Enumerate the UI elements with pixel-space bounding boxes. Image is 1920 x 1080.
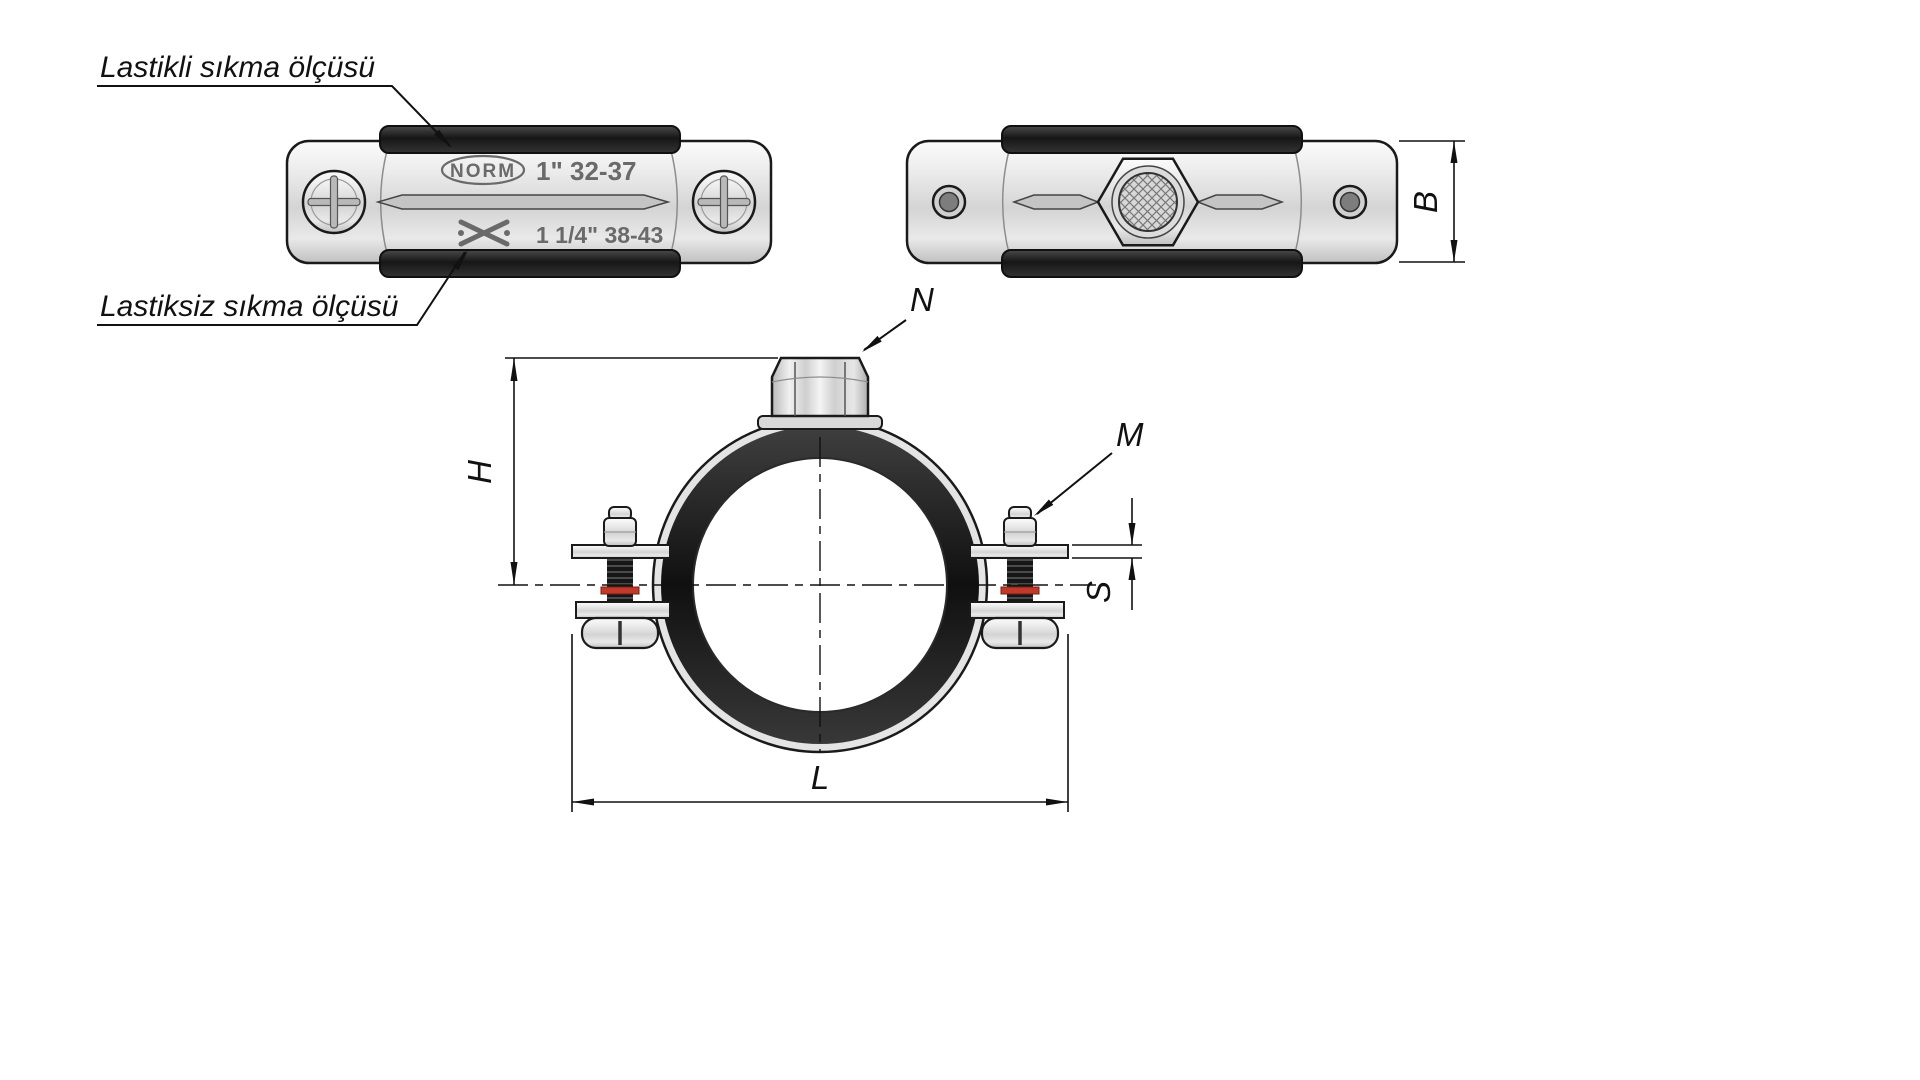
arrow-right <box>1046 798 1068 806</box>
screw-threads-left <box>600 553 640 607</box>
phillips-screw-icon <box>691 169 757 235</box>
arrow-up <box>1450 141 1458 163</box>
band-seam-right <box>1195 194 1285 210</box>
leader-arrow <box>452 250 468 271</box>
leader-line <box>97 85 451 147</box>
dimension-S: S <box>1072 498 1142 610</box>
callout-with-rubber: Lastikli sıkma ölçüsü <box>97 51 452 148</box>
dimension-H: H <box>461 357 778 585</box>
dim-letter-H: H <box>461 460 498 484</box>
arrow-down <box>1450 240 1458 262</box>
top-view-with-markings: NORM 1" 32-37 1 1/4" 38-43 <box>285 125 773 278</box>
leader-arrow <box>862 335 882 352</box>
chamfer-line <box>771 376 869 383</box>
tab-contour-right <box>1292 142 1302 262</box>
arrow-left <box>572 798 594 806</box>
extension-lines <box>1072 544 1142 559</box>
rubber-lining-bottom <box>1001 249 1303 278</box>
dim-letter-N: N <box>910 281 934 318</box>
weld-nut-top <box>1096 157 1200 247</box>
hex-nut-body <box>770 356 870 418</box>
leader-line <box>97 251 466 326</box>
rubber-lining-top <box>379 125 681 154</box>
brand-oval <box>440 154 526 186</box>
hex-face-lines <box>794 362 846 416</box>
extension-lines <box>571 634 1069 812</box>
band-seam <box>375 194 671 210</box>
screw-threads-right <box>1000 553 1040 607</box>
brand-stamp: NORM <box>450 161 516 182</box>
dimension-B: B <box>1399 140 1465 263</box>
tab-contour-left <box>1002 142 1012 262</box>
rubber-lining-top <box>1001 125 1303 154</box>
dim-letter-M: M <box>1116 416 1144 453</box>
flange-lower-left <box>575 601 671 619</box>
hanger-nut <box>757 356 883 430</box>
without-rubber-label: Lastiksiz sıkma ölçüsü <box>100 290 399 323</box>
rubber-lining-bottom <box>379 249 681 278</box>
size-stamp-without-rubber: 1 1/4" 38-43 <box>536 222 663 248</box>
with-rubber-label: Lastikli sıkma ölçüsü <box>100 51 375 84</box>
front-view <box>498 356 1096 754</box>
dimension-L: L <box>571 634 1069 812</box>
leader-arrow <box>434 129 452 148</box>
flange-lower-right <box>969 601 1065 619</box>
leader-M: M <box>1034 416 1144 516</box>
callout-without-rubber: Lastiksiz sıkma ölçüsü <box>97 250 468 326</box>
top-view-with-nut <box>905 125 1399 278</box>
arrow-up <box>1128 558 1136 580</box>
size-stamp-with-rubber: 1" 32-37 <box>536 156 637 186</box>
band-seam-left <box>1011 194 1101 210</box>
dim-letter-S: S <box>1080 581 1117 603</box>
crossed-tools-icon <box>458 219 510 247</box>
arrow-down <box>510 562 518 585</box>
screw-hole-icon <box>1332 184 1368 220</box>
arrow-up <box>510 358 518 381</box>
dim-letter-L: L <box>811 759 829 796</box>
threaded-hole-icon <box>1118 172 1178 232</box>
arrow-down <box>1128 523 1136 545</box>
leader-arrow <box>1034 499 1054 516</box>
screw-hole-icon <box>931 184 967 220</box>
phillips-screw-icon <box>301 169 367 235</box>
tab-contour-right <box>668 142 678 262</box>
leader-N: N <box>862 281 934 352</box>
nut-base-plate <box>757 415 883 430</box>
dim-letter-B: B <box>1407 191 1444 213</box>
